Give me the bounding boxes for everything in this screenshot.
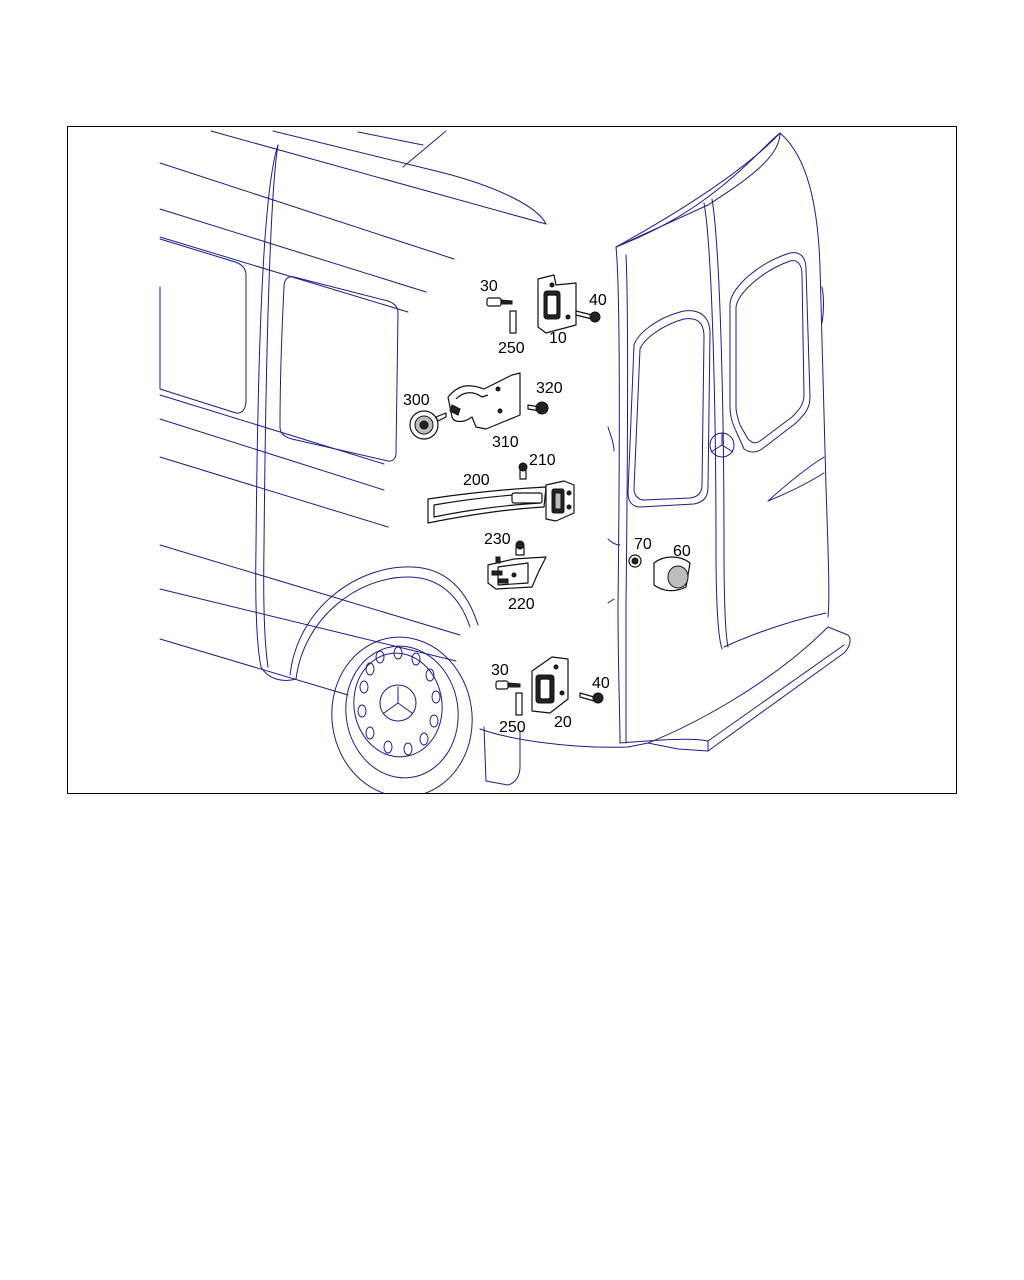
lower-hinge-bolt-30 — [495, 680, 521, 690]
callout-20: 20 — [554, 714, 572, 731]
callout-250-lower: 250 — [499, 719, 526, 736]
rear-wheel — [331, 636, 473, 793]
rubber-buffer-60 — [653, 556, 691, 592]
van-rear-door-hinge-diagram: 30 40 250 10 300 320 310 210 200 230 220… — [159, 130, 851, 793]
callout-30-lower: 30 — [491, 662, 509, 679]
callout-230: 230 — [484, 531, 511, 548]
screw-210 — [518, 462, 528, 480]
callout-210: 210 — [529, 452, 556, 469]
screw-230 — [515, 540, 525, 556]
callout-40-upper: 40 — [589, 292, 607, 309]
lower-hinge-screw-40 — [579, 692, 604, 704]
holder-220 — [487, 556, 547, 590]
upper-hinge-pin-250 — [509, 310, 517, 334]
wheel-rim-holes — [357, 646, 441, 756]
lower-door-hinge-20 — [531, 656, 569, 714]
upper-hinge-bolt-30 — [486, 297, 513, 307]
buffer-300 — [409, 410, 447, 440]
callout-10: 10 — [549, 330, 567, 347]
callout-320: 320 — [536, 380, 563, 397]
manufacturer-emblem-rear — [709, 432, 735, 458]
screw-320 — [527, 401, 549, 415]
callout-70: 70 — [634, 536, 652, 553]
upper-hinge-screw-40 — [575, 310, 601, 323]
callout-310: 310 — [492, 434, 519, 451]
bracket-310 — [447, 372, 521, 430]
callout-30-upper: 30 — [480, 278, 498, 295]
callout-200: 200 — [463, 472, 490, 489]
callout-40-lower: 40 — [592, 675, 610, 692]
callout-60: 60 — [673, 543, 691, 560]
diagram-frame: 30 40 250 10 300 320 310 210 200 230 220… — [67, 126, 957, 794]
lower-hinge-pin-250 — [515, 692, 523, 716]
callout-labels: 30 40 250 10 300 320 310 210 200 230 220… — [403, 278, 691, 736]
upper-door-hinge-10 — [537, 274, 577, 334]
callout-250-upper: 250 — [498, 340, 525, 357]
van-body-outline — [159, 130, 851, 786]
door-check-strap-200 — [427, 480, 575, 524]
callout-300: 300 — [403, 392, 430, 409]
callout-220: 220 — [508, 596, 535, 613]
nut-70 — [628, 554, 642, 568]
